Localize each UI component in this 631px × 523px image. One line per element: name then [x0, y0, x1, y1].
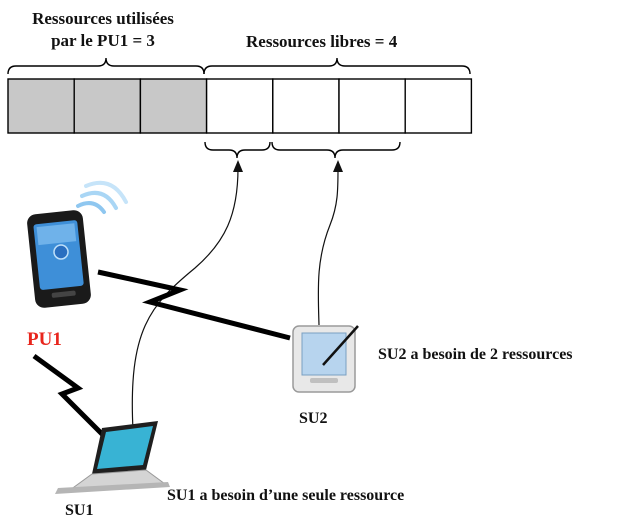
su1-label: SU1: [65, 502, 94, 519]
resource-bar: [7, 78, 473, 134]
su2-request-arrow: [317, 167, 339, 326]
su1-requirement-label: SU1 a besoin d’une seule ressource: [167, 487, 405, 504]
used-resource-block: [73, 78, 142, 134]
su2-requirement-label: SU2 a besoin de 2 ressources: [378, 346, 573, 363]
tablet-icon: [292, 325, 359, 393]
used-resource-block: [7, 78, 75, 134]
su2-arrowhead: [333, 160, 343, 172]
used-resources-label-line1: Ressources utilisées: [32, 9, 174, 28]
su1-request-arrow: [131, 167, 239, 431]
used-resource-block: [139, 78, 208, 134]
pu1-label: PU1: [27, 329, 62, 350]
used-resources-label-line2: par le PU1 = 3: [51, 31, 155, 50]
free-resource-block: [404, 78, 473, 134]
smartphone-icon: [27, 180, 128, 308]
free-resource-block: [272, 78, 340, 134]
su2-label: SU2: [299, 410, 328, 427]
laptop-icon: [55, 421, 170, 494]
used-resources-brace: [7, 57, 205, 75]
free-resource-block: [205, 78, 274, 134]
free-resource-block: [338, 78, 406, 134]
used-resources-label: Ressources utilisées par le PU1 = 3: [8, 8, 198, 52]
pu1-su1-link: [32, 353, 106, 438]
su1-arrowhead: [233, 160, 243, 172]
pu1-su2-interference-link: [97, 269, 291, 341]
su1-allocation-brace: [204, 141, 271, 159]
free-resources-brace: [203, 57, 471, 75]
su2-allocation-brace: [271, 141, 401, 159]
free-resources-label: Ressources libres = 4: [246, 32, 398, 51]
